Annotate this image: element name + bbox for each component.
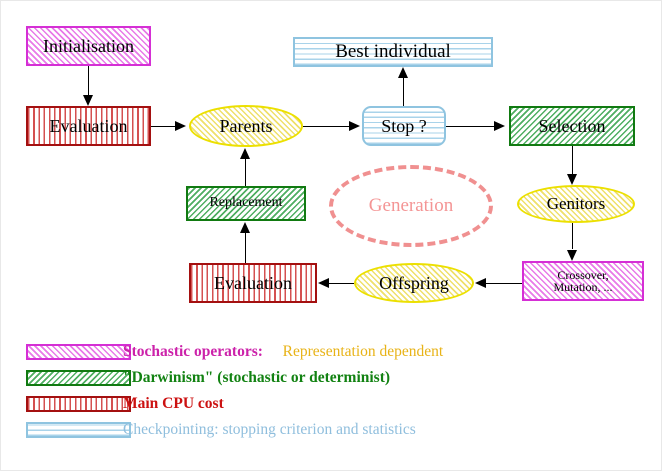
node-parents[interactable]: Parents xyxy=(189,105,303,147)
node-evaluation-top[interactable]: Evaluation xyxy=(26,106,151,146)
legend-label-stochastic-operators: Stochastic operators: xyxy=(123,343,263,360)
legend-row-darwinism: "Darwinism" (stochastic or determinist) xyxy=(1,365,661,391)
legend-text-checkpointing: Checkpointing: stopping criterion and st… xyxy=(123,421,416,439)
legend-swatch-blue-horizontal-hatch xyxy=(26,422,131,438)
node-genitors-label: Genitors xyxy=(546,194,606,214)
arrowhead-right-stop xyxy=(349,121,360,131)
legend-swatch-green-diagonal-hatch xyxy=(26,370,131,386)
legend-label-representation-dependent: Representation dependent xyxy=(282,343,444,360)
edge-replacement-to-parents xyxy=(245,155,246,186)
legend-row-main-cpu-cost: Main CPU cost xyxy=(1,391,661,417)
arrowhead-up-best-individual xyxy=(398,67,408,78)
node-offspring-label: Offspring xyxy=(379,272,449,293)
legend-text-darwinism: "Darwinism" (stochastic or determinist) xyxy=(123,369,390,387)
node-evaluation-bottom[interactable]: Evaluation xyxy=(189,263,317,303)
node-genitors[interactable]: Genitors xyxy=(517,185,635,223)
edge-evaluation-to-replacement xyxy=(245,229,246,263)
node-crossover-mutation[interactable]: Crossover, Mutation, ... xyxy=(522,261,644,301)
edge-evaluation-to-parents xyxy=(151,126,177,127)
legend-row-checkpointing: Checkpointing: stopping criterion and st… xyxy=(1,417,661,443)
node-best-individual-label: Best individual xyxy=(335,41,451,63)
node-parents-label: Parents xyxy=(219,115,273,136)
arrowhead-up-replacement xyxy=(240,222,250,233)
edge-genitors-to-crossover xyxy=(572,223,573,249)
legend-text-main-cpu-cost: Main CPU cost xyxy=(123,395,224,413)
node-stop[interactable]: Stop ? xyxy=(362,106,446,146)
legend-text-stochastic-operators: Stochastic operators: Representation dep… xyxy=(123,343,443,361)
node-generation-label: Generation xyxy=(368,195,454,216)
node-evaluation-top-label: Evaluation xyxy=(49,115,128,136)
edge-selection-to-genitors xyxy=(572,146,573,176)
legend-swatch-red-vertical-hatch xyxy=(26,396,131,412)
node-offspring[interactable]: Offspring xyxy=(354,263,474,303)
node-replacement-label: Replacement xyxy=(209,195,283,211)
node-evaluation-bottom-label: Evaluation xyxy=(214,272,292,293)
node-initialisation[interactable]: Initialisation xyxy=(26,26,151,66)
edge-stop-to-selection xyxy=(446,126,496,127)
node-generation: Generation xyxy=(329,165,493,247)
edge-crossover-to-offspring xyxy=(486,283,522,284)
legend-label-main-cpu-cost: Main CPU cost xyxy=(123,395,224,412)
node-selection[interactable]: Selection xyxy=(509,106,635,146)
node-initialisation-label: Initialisation xyxy=(43,35,134,56)
edge-offspring-to-evaluation xyxy=(328,283,354,284)
node-crossover-mutation-label: Crossover, Mutation, ... xyxy=(553,267,613,294)
arrowhead-right-parents xyxy=(175,121,186,131)
arrowhead-down-genitors xyxy=(567,174,577,185)
arrowhead-right-selection xyxy=(494,121,505,131)
edge-initialisation-to-evaluation xyxy=(88,66,89,97)
legend-row-stochastic-operators: Stochastic operators: Representation dep… xyxy=(1,339,661,365)
node-stop-label: Stop ? xyxy=(381,115,427,136)
arrowhead-down-crossover xyxy=(567,250,577,261)
arrowhead-up-parents xyxy=(240,148,250,159)
legend-swatch-magenta-diagonal-hatch xyxy=(26,344,131,360)
node-best-individual[interactable]: Best individual xyxy=(293,37,493,67)
arrowhead-down-evaluation-top xyxy=(83,95,93,106)
legend: Stochastic operators: Representation dep… xyxy=(1,339,661,443)
node-selection-label: Selection xyxy=(538,115,606,136)
arrowhead-left-evaluation-bottom xyxy=(318,278,329,288)
edge-parents-to-stop xyxy=(303,126,351,127)
edge-stop-to-best-individual xyxy=(403,73,404,106)
node-replacement[interactable]: Replacement xyxy=(186,186,306,221)
legend-label-checkpointing: Checkpointing: stopping criterion and st… xyxy=(123,421,416,438)
arrowhead-left-offspring xyxy=(475,278,486,288)
legend-label-darwinism: "Darwinism" (stochastic or determinist) xyxy=(123,369,391,386)
